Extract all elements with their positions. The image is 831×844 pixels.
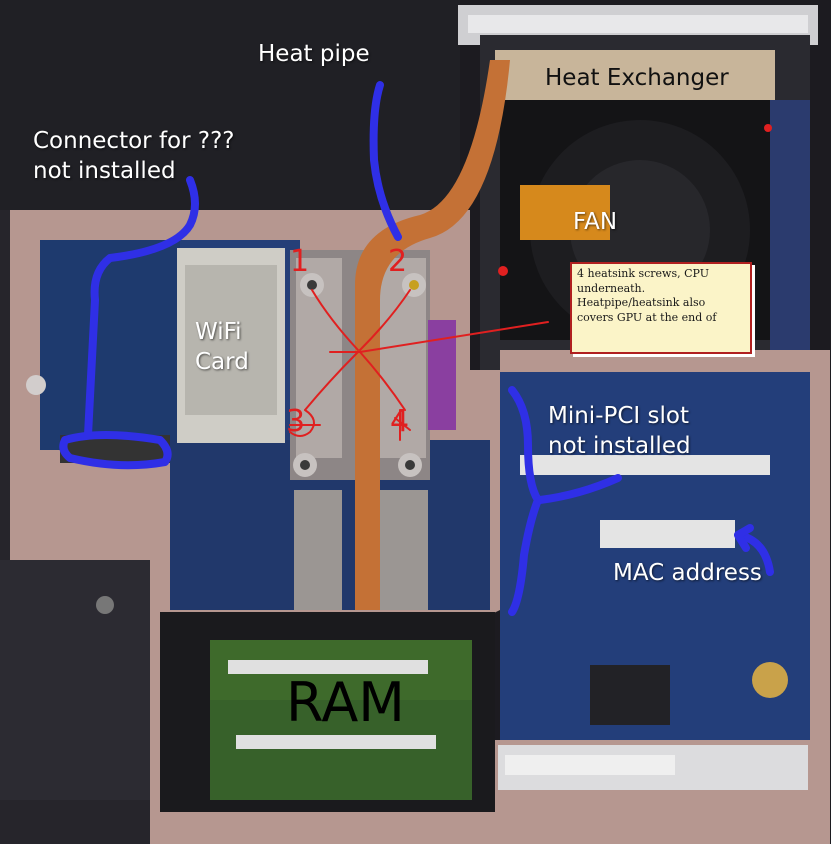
note-line4: covers GPU at the end of [577,310,717,324]
ram-label: RAM [286,671,405,734]
blue-annotation-strokes [59,81,774,616]
note-line3: Heatpipe/heatsink also [577,296,706,310]
wifi-label-line2: Card [195,348,249,375]
mini-pci-label: Mini-PCI slot not installed [548,402,691,462]
mac-address-label: MAC address [613,560,762,586]
wifi-card-label: WiFi Card [195,318,249,378]
connector-label-line2: not installed [33,157,176,184]
mini-pci-label-line1: Mini-PCI slot [548,403,689,429]
screw-number-3: 3 [286,404,306,439]
wifi-label-line1: WiFi [195,319,242,345]
note-line2: underneath. [577,281,646,295]
heat-pipe-label: Heat pipe [258,41,370,67]
connector-label-line1: Connector for ??? [33,128,235,154]
note-line1: 4 heatsink screws, CPU [577,267,709,280]
screw-number-4: 4 [390,404,410,439]
mini-pci-label-line2: not installed [548,432,691,459]
screw-number-2: 2 [388,244,408,279]
heatsink-note: 4 heatsink screws, CPU underneath. Heatp… [570,262,752,354]
red-annotation-strokes [289,289,549,441]
connector-label: Connector for ??? not installed [33,127,235,187]
heat-exchanger-label: Heat Exchanger [545,65,729,91]
screw-number-1: 1 [290,244,310,279]
fan-label: FAN [573,209,618,235]
